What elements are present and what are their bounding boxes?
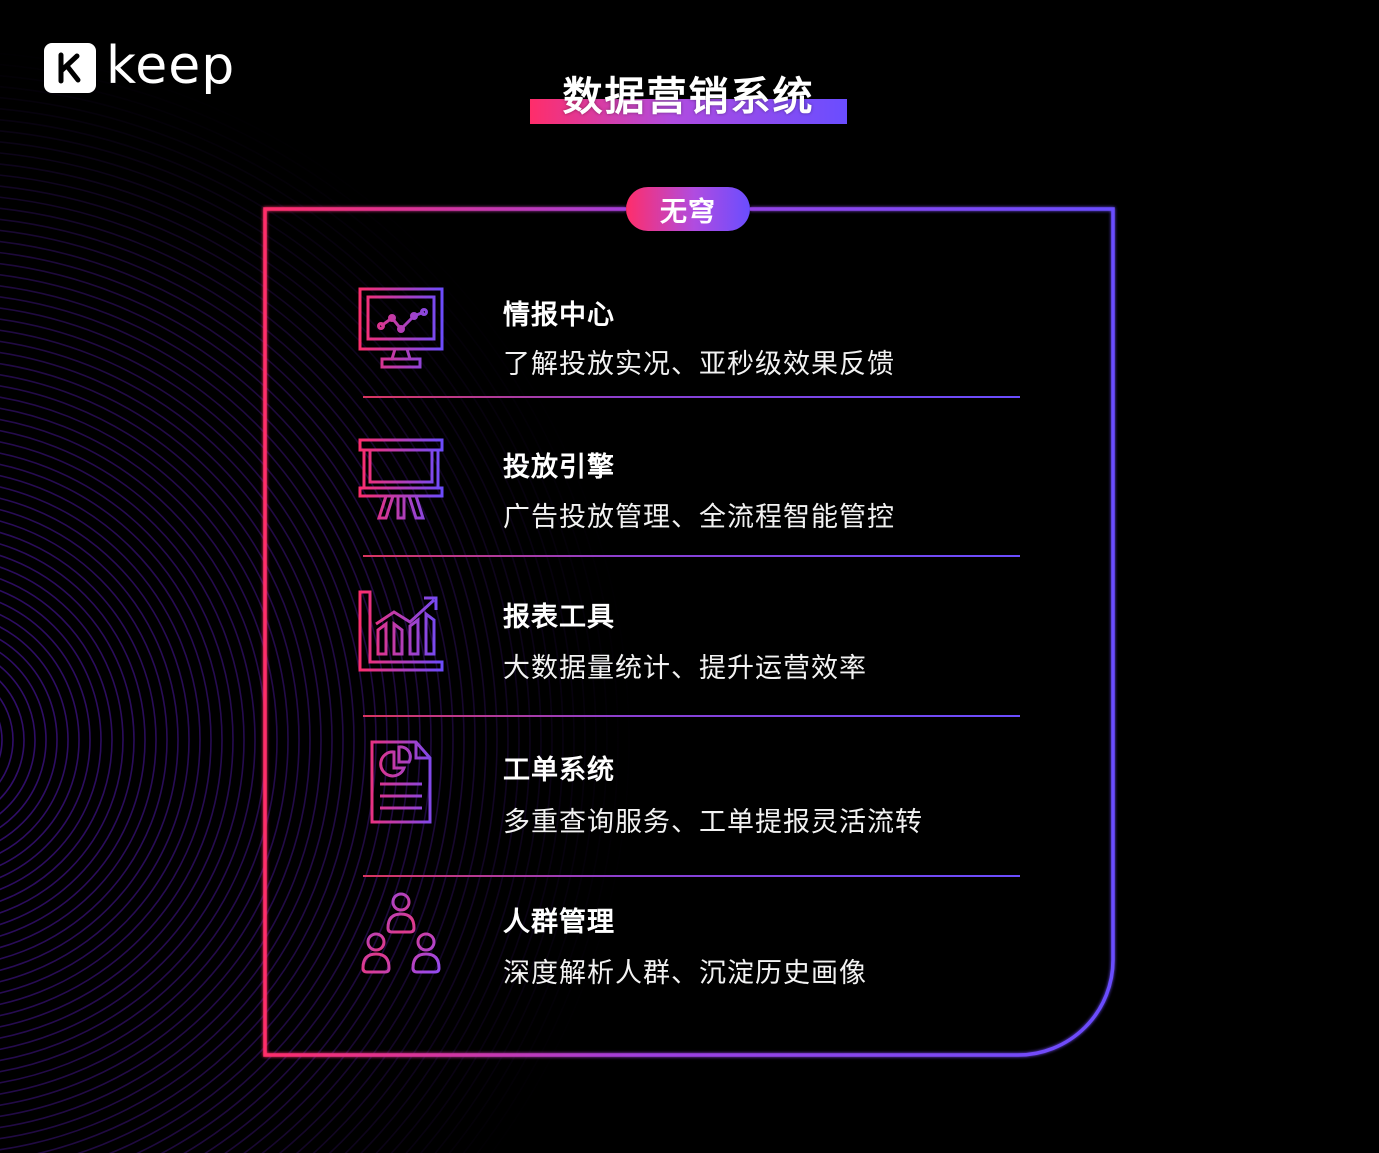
list-item-audience-management: 人群管理 深度解析人群、沉淀历史画像 bbox=[358, 890, 1058, 1040]
document-pie-icon bbox=[370, 740, 432, 824]
item-title: 人群管理 bbox=[503, 907, 615, 938]
item-description: 广告投放管理、全流程智能管控 bbox=[503, 502, 895, 533]
keep-logo-mark-icon bbox=[44, 43, 96, 93]
keep-logo: keep bbox=[44, 36, 236, 96]
item-description: 多重查询服务、工单提报灵活流转 bbox=[503, 807, 923, 838]
item-title: 投放引擎 bbox=[503, 452, 615, 483]
item-description: 大数据量统计、提升运营效率 bbox=[503, 653, 867, 684]
divider bbox=[363, 396, 1020, 398]
monitor-chart-icon bbox=[358, 287, 444, 369]
list-item-intelligence-center: 情报中心 了解投放实况、亚秒级效果反馈 bbox=[358, 287, 1058, 437]
user-group-icon bbox=[361, 892, 441, 974]
bar-chart-growth-icon bbox=[358, 590, 444, 672]
item-title: 报表工具 bbox=[503, 602, 615, 633]
list-item-report-tools: 报表工具 大数据量统计、提升运营效率 bbox=[358, 590, 1058, 740]
divider bbox=[363, 875, 1020, 877]
page-title-text: 数据营销系统 bbox=[562, 74, 815, 120]
item-description: 了解投放实况、亚秒级效果反馈 bbox=[503, 349, 895, 380]
page-title: 数据营销系统 bbox=[530, 62, 847, 124]
item-title: 工单系统 bbox=[503, 755, 615, 786]
item-title: 情报中心 bbox=[503, 300, 615, 331]
divider bbox=[363, 555, 1020, 557]
divider bbox=[363, 715, 1020, 717]
keep-logo-text: keep bbox=[106, 36, 236, 96]
list-item-ticket-system: 工单系统 多重查询服务、工单提报灵活流转 bbox=[358, 740, 1058, 890]
presentation-board-icon bbox=[358, 438, 444, 520]
title-underline-bar bbox=[530, 99, 847, 124]
item-description: 深度解析人群、沉淀历史画像 bbox=[503, 958, 867, 989]
list-item-delivery-engine: 投放引擎 广告投放管理、全流程智能管控 bbox=[358, 438, 1058, 588]
product-badge: 无穹 bbox=[626, 187, 750, 231]
